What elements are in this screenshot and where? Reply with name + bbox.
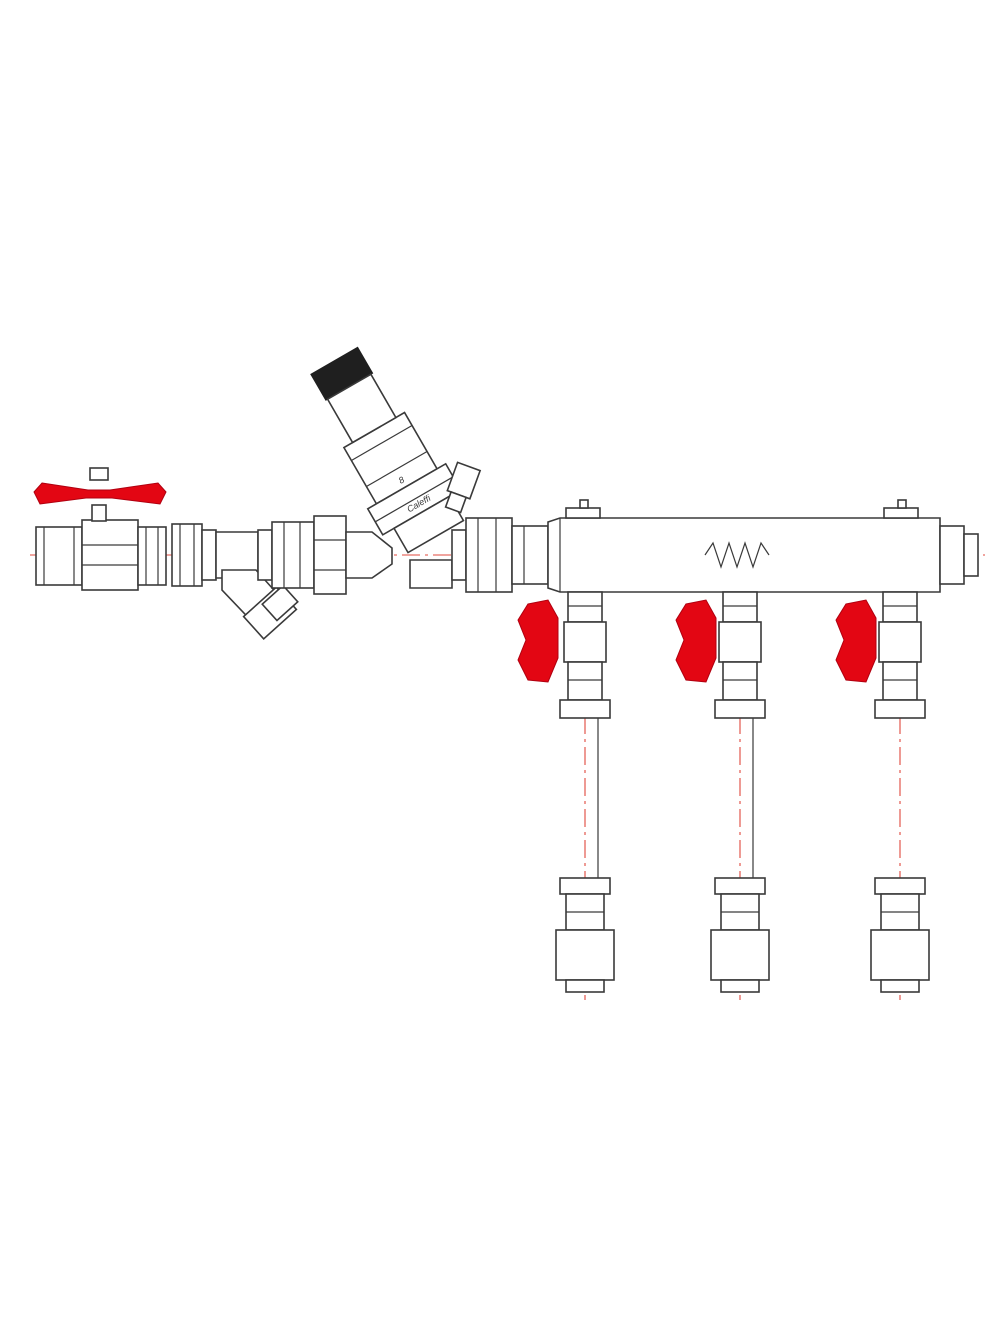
outlet-branch-1 [517,591,615,1000]
outlet-valve-handle-1 [517,599,559,683]
union-fitting-3 [451,517,549,593]
union-fitting-1 [171,523,217,587]
outlet-branch-2 [675,591,770,1000]
pressure-reducing-valve: Caleffi 8 [310,346,482,589]
inlet-ball-valve [33,467,167,591]
inlet-valve-handle [33,482,167,505]
union-fitting-2 [257,515,347,595]
regulator-gauge-label: 8 [397,475,406,486]
y-strainer [215,531,299,640]
outlet-branch-3 [835,591,930,1000]
outlet-valve-handle-3 [835,599,877,683]
outlet-valve-handle-2 [675,599,717,683]
manifold-bar [547,499,979,593]
